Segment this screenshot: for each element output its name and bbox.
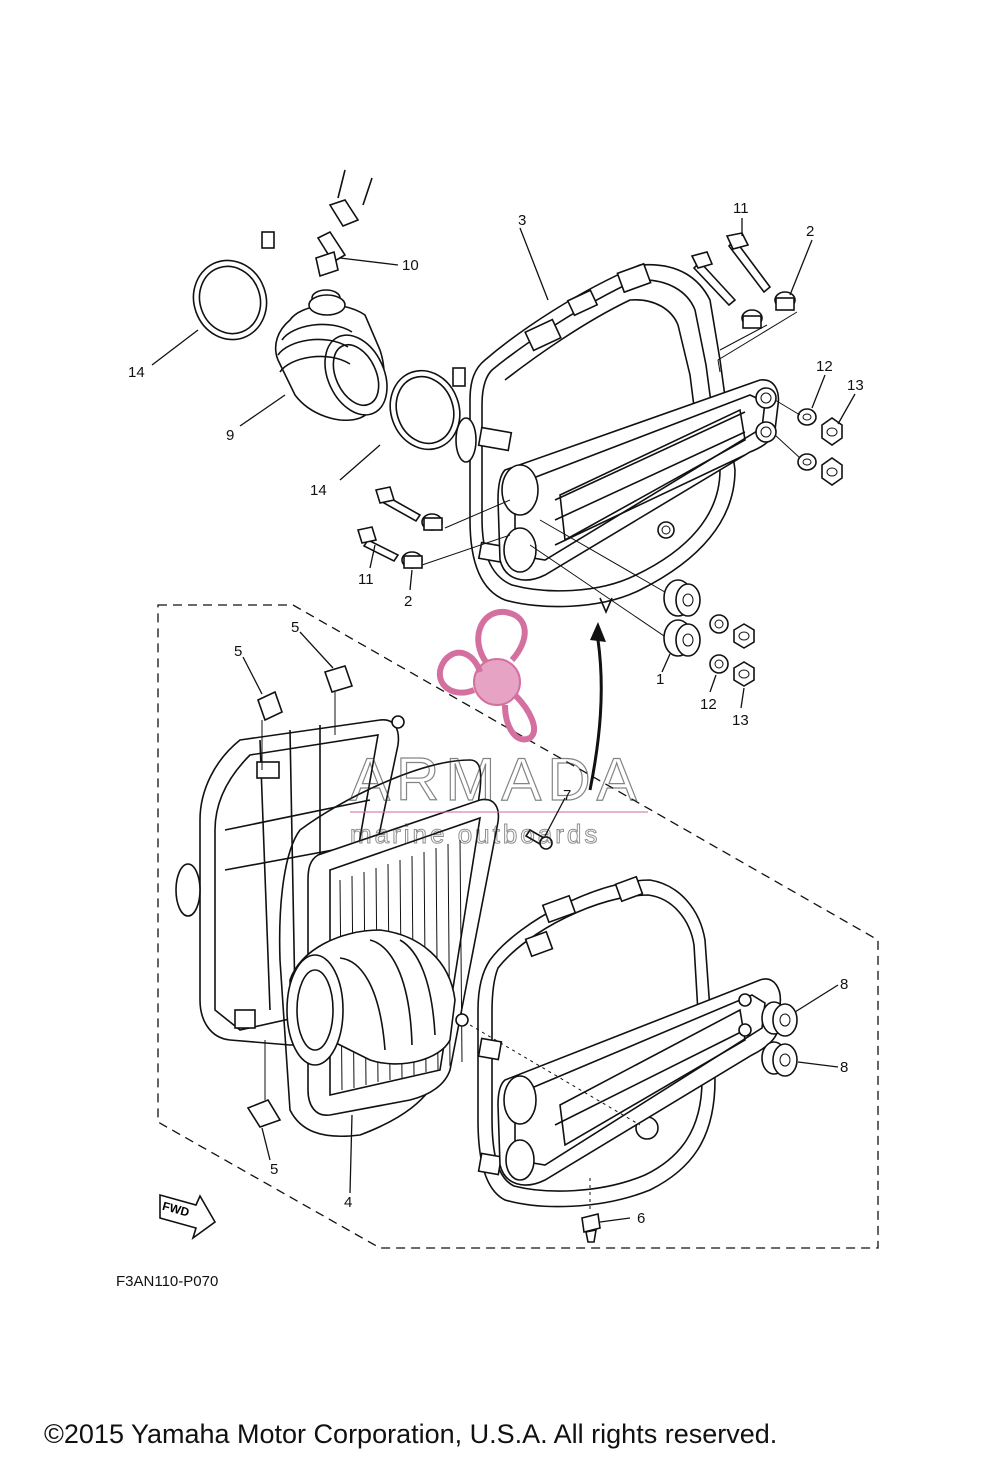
watermark-tagline: marine outboards bbox=[350, 819, 600, 849]
drain-and-screw bbox=[524, 828, 601, 1243]
lower-grommets-washers-nuts bbox=[529, 519, 755, 687]
callout-12-bottom: 12 bbox=[700, 696, 717, 713]
figure-code: F3AN110-P070 bbox=[116, 1273, 218, 1290]
callout-8-bottom: 8 bbox=[840, 1059, 848, 1076]
leader-lines bbox=[151, 218, 856, 1223]
callout-10: 10 bbox=[402, 257, 419, 274]
fwd-arrow: FWD bbox=[159, 1193, 217, 1241]
copyright-notice: ©2015 Yamaha Motor Corporation, U.S.A. A… bbox=[44, 1419, 777, 1449]
assembly-arrow bbox=[588, 622, 606, 791]
callout-4: 4 bbox=[344, 1194, 352, 1211]
upper-washers-nuts bbox=[774, 399, 843, 486]
callout-9: 9 bbox=[226, 427, 234, 444]
callout-5-left: 5 bbox=[234, 643, 242, 660]
callout-1: 1 bbox=[656, 671, 664, 688]
callout-7: 7 bbox=[563, 787, 571, 804]
armada-watermark: ARMADA marine outboards bbox=[349, 608, 648, 850]
lower-case-right bbox=[455, 875, 782, 1208]
callout-2-left: 2 bbox=[404, 593, 412, 610]
upper-air-cleaner-case bbox=[455, 262, 780, 615]
callout-11-top: 11 bbox=[733, 200, 749, 217]
callout-13-bottom: 13 bbox=[732, 712, 749, 729]
air-filter-element bbox=[286, 798, 500, 1116]
callout-5-bottom: 5 bbox=[270, 1161, 278, 1178]
callout-12-top: 12 bbox=[816, 358, 833, 375]
damper-grommets bbox=[761, 1001, 798, 1077]
fwd-label: FWD bbox=[161, 1199, 191, 1220]
upper-bolts-left bbox=[356, 486, 511, 569]
callout-14-right: 14 bbox=[310, 482, 327, 499]
callout-13-top: 13 bbox=[847, 377, 864, 394]
callout-6: 6 bbox=[637, 1210, 645, 1227]
callout-3: 3 bbox=[518, 212, 526, 229]
callout-labels: 3 11 2 10 14 9 14 12 13 11 2 1 12 13 5 5… bbox=[128, 200, 864, 1227]
callout-2-top: 2 bbox=[806, 223, 814, 240]
callout-5-mid: 5 bbox=[291, 619, 299, 636]
exploded-view-frame bbox=[157, 604, 879, 1249]
seal-ring bbox=[278, 759, 482, 1138]
callout-11-left: 11 bbox=[358, 571, 374, 588]
propeller-logo bbox=[436, 608, 537, 743]
watermark-brand: ARMADA bbox=[350, 746, 643, 813]
callout-8-top: 8 bbox=[840, 976, 848, 993]
callout-14-left: 14 bbox=[128, 364, 145, 381]
upper-bolts-top bbox=[690, 232, 798, 373]
intake-joint-assembly bbox=[192, 169, 466, 451]
